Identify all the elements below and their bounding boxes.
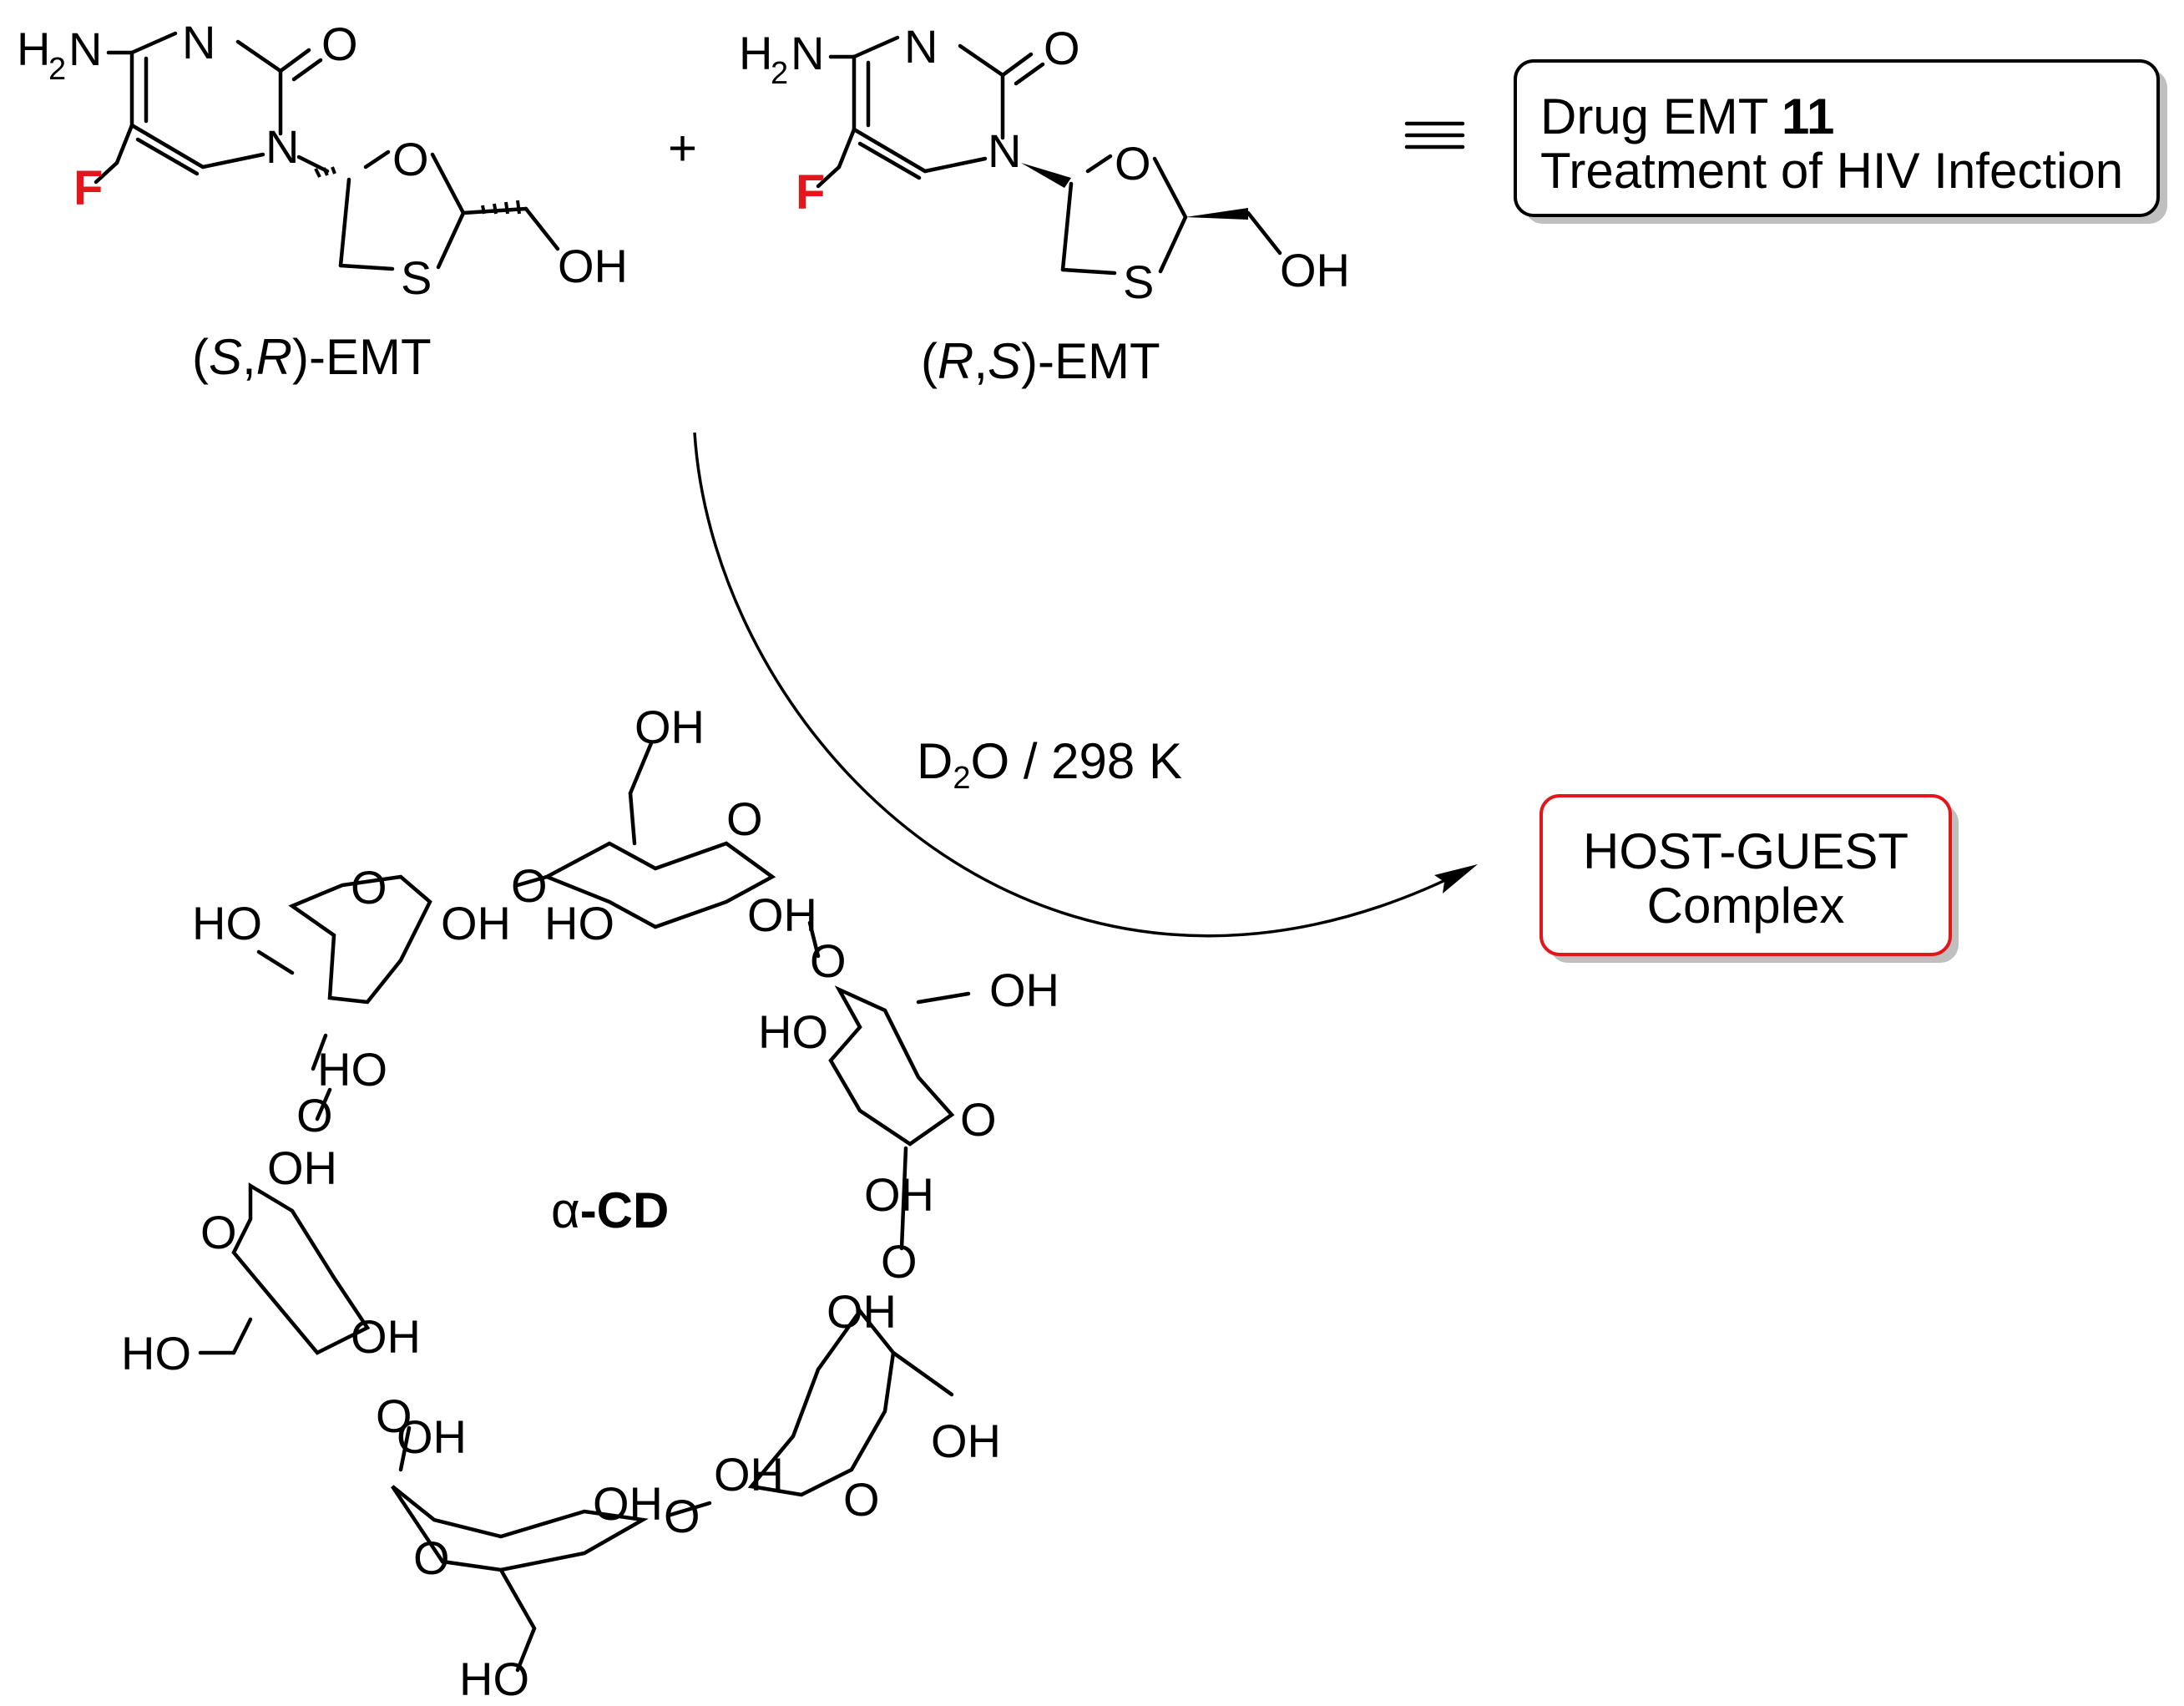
host-guest-box: HOST-GUEST Complex xyxy=(1539,794,1959,963)
cd-ring-o-2: O xyxy=(351,861,387,914)
amine-subscript: 2 xyxy=(48,52,66,87)
oxathiolane-s-label: S xyxy=(1123,256,1154,308)
molecule-r-s-emt: H 2 N N O N F O S OH (R,S)-EMT xyxy=(739,20,1350,389)
hydroxyl-label: OH xyxy=(1280,244,1350,296)
ring-n1-label: N xyxy=(265,120,299,173)
cd-glycosidic-o-5: O xyxy=(376,1390,412,1442)
fluorine-label: F xyxy=(796,165,825,220)
host-guest-line2: Complex xyxy=(1647,878,1845,934)
cd-ring-o-6: O xyxy=(413,1531,450,1584)
oxathiolane-o-label: O xyxy=(392,133,429,185)
fluorine-label: F xyxy=(73,161,103,215)
cd-hydroxyl-4: OH xyxy=(747,888,817,941)
drug-box-line1: Drug EMT 11 xyxy=(1540,89,1834,144)
cd-hydroxyl-15: OH xyxy=(714,1448,784,1501)
cd-hydroxyl-18: HO xyxy=(459,1653,529,1705)
cd-glycosidic-o-6: O xyxy=(664,1490,700,1542)
amine-n-label: N xyxy=(791,27,824,79)
cd-hydroxyl-8: HO xyxy=(758,1005,828,1058)
oxathiolane-o-label: O xyxy=(1115,137,1151,190)
molecule-name-s-r-emt: (S,R)-EMT xyxy=(192,329,432,385)
ring-n1-label: N xyxy=(988,124,1021,177)
cd-hydroxyl-7: OH xyxy=(989,964,1059,1016)
cd-glycosidic-o-3: O xyxy=(881,1235,918,1288)
cd-hydroxyl-13: OH xyxy=(827,1285,897,1338)
equivalence-symbol-text: ≡ xyxy=(0,0,1,1)
reaction-conditions: D2O / 298 K xyxy=(917,733,1182,796)
cd-hydroxyl-12: HO xyxy=(121,1327,191,1379)
ring-n3-label: N xyxy=(904,20,938,73)
cd-ring-o-5: O xyxy=(843,1473,880,1526)
cd-hydroxyl-9: OH xyxy=(864,1168,934,1221)
cd-hydroxyl-10: OH xyxy=(267,1142,337,1194)
oxathiolane-s-label: S xyxy=(401,251,432,304)
alpha-cyclodextrin: O O O O O O O O O O O O OH OH HO OH HO H… xyxy=(121,701,1059,1705)
cd-hydroxyl-17: OH xyxy=(593,1477,663,1530)
drug-box-line2: Treatment of HIV Infection xyxy=(1540,143,2123,199)
ring-n3-label: N xyxy=(182,16,215,68)
carbonyl-o-label: O xyxy=(321,18,358,70)
host-guest-line1: HOST-GUEST xyxy=(1583,823,1908,879)
hydroxyl-label: OH xyxy=(558,240,628,292)
cd-ring-o-4: O xyxy=(200,1206,237,1258)
cd-glycosidic-o-1: O xyxy=(511,859,548,912)
cd-ring-o-3: O xyxy=(960,1093,997,1146)
cd-hydroxyl-14: OH xyxy=(931,1415,1001,1467)
molecule-s-r-emt: H 2 N N O N F O S OH (S,R)-EMT xyxy=(17,16,628,385)
cd-hydroxyl-11: OH xyxy=(351,1310,421,1363)
molecule-name-r-s-emt: (R,S)-EMT xyxy=(921,333,1160,389)
cd-hydroxyl-2: OH xyxy=(441,897,511,949)
plus-sign: + xyxy=(668,120,697,176)
amine-h-label: H xyxy=(739,27,772,79)
amine-n-label: N xyxy=(68,23,102,75)
cd-hydroxyl-5: HO xyxy=(192,897,262,949)
amine-h-label: H xyxy=(17,23,50,75)
cd-glycosidic-o-2: O xyxy=(810,934,847,987)
cd-ring-o-1: O xyxy=(726,792,763,845)
carbonyl-o-label: O xyxy=(1044,22,1080,74)
reaction-arrow xyxy=(693,432,1478,938)
cd-hydroxyl-6: HO xyxy=(317,1043,387,1096)
drug-info-box: Drug EMT 11 Treatment of HIV Infection xyxy=(1514,59,2167,224)
cd-hydroxyl-16: OH xyxy=(397,1410,467,1463)
cd-hydroxyl-3: HO xyxy=(544,897,614,949)
cd-glycosidic-o-4: O xyxy=(296,1089,333,1142)
cd-label: α-CD xyxy=(551,1182,669,1238)
cd-hydroxyl-1: OH xyxy=(634,701,705,753)
equivalence-symbol xyxy=(1404,121,1465,149)
amine-subscript: 2 xyxy=(771,56,788,91)
